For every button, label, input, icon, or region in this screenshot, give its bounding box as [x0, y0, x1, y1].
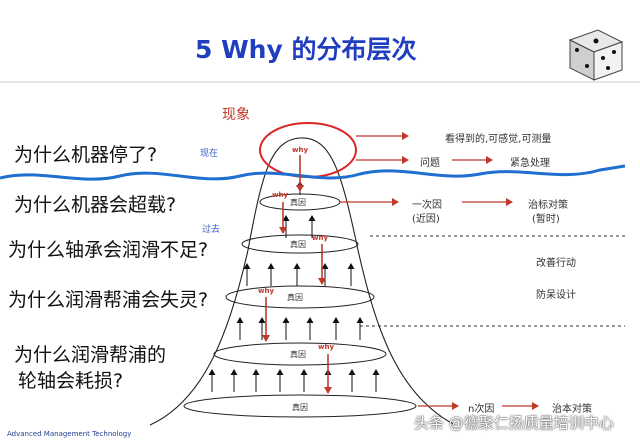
note-root-fix: 治本对策: [552, 404, 592, 415]
true-cause-label: 真因: [292, 402, 308, 412]
footer-text: Advanced Management Technology: [7, 430, 132, 438]
note-treat-symptom: 治标对策: [528, 200, 568, 211]
true-cause-label: 真因: [290, 197, 306, 207]
true-cause-label: 真因: [290, 239, 306, 249]
note-nth-cause: n次因: [468, 404, 495, 415]
level-ellipse-2: [241, 234, 359, 254]
past-label: 过去: [202, 225, 221, 235]
note-problem: 问题: [420, 158, 440, 169]
page-title: 5 Why 的分布层次: [195, 35, 417, 64]
question-1: 为什么机器停了?: [14, 144, 158, 166]
note-improve: 改善行动: [536, 258, 576, 269]
phenomenon-label: 现象: [222, 107, 250, 123]
why-label: why: [312, 234, 328, 242]
level-ellipse-3: [225, 285, 375, 309]
question-4: 为什么润滑帮浦会失灵?: [8, 289, 209, 311]
true-cause-label: 真因: [287, 292, 303, 302]
why-label: why: [292, 146, 308, 154]
note-emergency: 紧急处理: [510, 158, 550, 169]
mountain-outline: [149, 137, 456, 426]
question-2: 为什么机器会超载?: [14, 194, 177, 216]
true-cause-label: 真因: [290, 349, 306, 359]
result-arrows: [340, 132, 539, 410]
note-primary-cause: 一次因: [412, 200, 442, 211]
upward-arrows: [208, 181, 380, 392]
note-primary-cause-sub: (近因): [412, 214, 440, 225]
why-chain-arrows: [262, 155, 332, 394]
watermark: 头条 @德聚仁扬质量培训中心: [414, 414, 614, 432]
dice-icon: [568, 29, 624, 81]
present-label: 现在: [200, 149, 219, 159]
present-wave: [0, 164, 626, 181]
why-label: why: [272, 191, 288, 199]
question-5-line-2: 轮轴会耗损?: [18, 370, 124, 392]
why-label: why: [318, 343, 334, 351]
level-ellipse-5: [183, 394, 417, 418]
note-observable: 看得到的,可感觉,可测量: [445, 134, 552, 145]
question-3: 为什么轴承会润滑不足?: [8, 239, 209, 261]
level-ellipse-4: [213, 342, 387, 366]
why-label: why: [258, 287, 274, 295]
note-prevent: 防呆设计: [536, 290, 576, 301]
note-treat-symptom-sub: (暂时): [532, 214, 560, 225]
question-5-line-1: 为什么润滑帮浦的: [14, 344, 167, 366]
